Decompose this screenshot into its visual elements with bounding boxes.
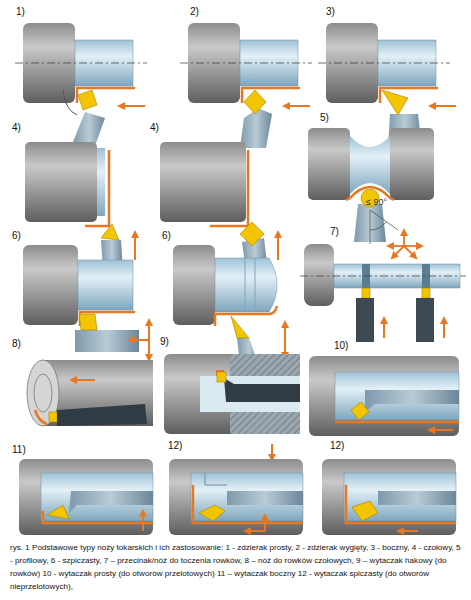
callout-number: 11): [12, 444, 26, 456]
tool-panel: [27, 360, 153, 426]
callout-number: 6): [162, 230, 171, 242]
tool-panel: [23, 245, 149, 360]
tool-panel: [309, 356, 459, 436]
callout-number: 3): [326, 6, 335, 18]
callout-number: 7): [330, 226, 339, 238]
angle-dimension: ≤ 90°: [366, 196, 387, 208]
callout-number: 1): [16, 6, 25, 18]
callout-number: 5): [320, 112, 329, 124]
tool-panel: [300, 244, 466, 342]
callout-number: 4): [150, 122, 159, 134]
tool-panel: [164, 354, 300, 460]
callout-number: 6): [12, 230, 21, 242]
tool-panel: [173, 245, 285, 372]
callout-number: 12): [168, 440, 182, 452]
tool-panel: [15, 23, 147, 146]
callout-number: 8): [12, 338, 21, 350]
tool-panel: [19, 459, 153, 535]
callout-number: 10): [334, 340, 348, 352]
tool-panel: [322, 459, 456, 535]
callout-number: 2): [190, 6, 199, 18]
callout-number: 4): [12, 122, 21, 134]
tool-panel: [169, 459, 303, 535]
tool-panel: [180, 23, 312, 148]
callout-number: 12): [330, 440, 344, 452]
tool-panel: [308, 128, 434, 258]
figure-caption: rys. 1 Podstawowe typy noży tokarskich i…: [10, 541, 462, 593]
callout-number: 9): [160, 336, 169, 348]
